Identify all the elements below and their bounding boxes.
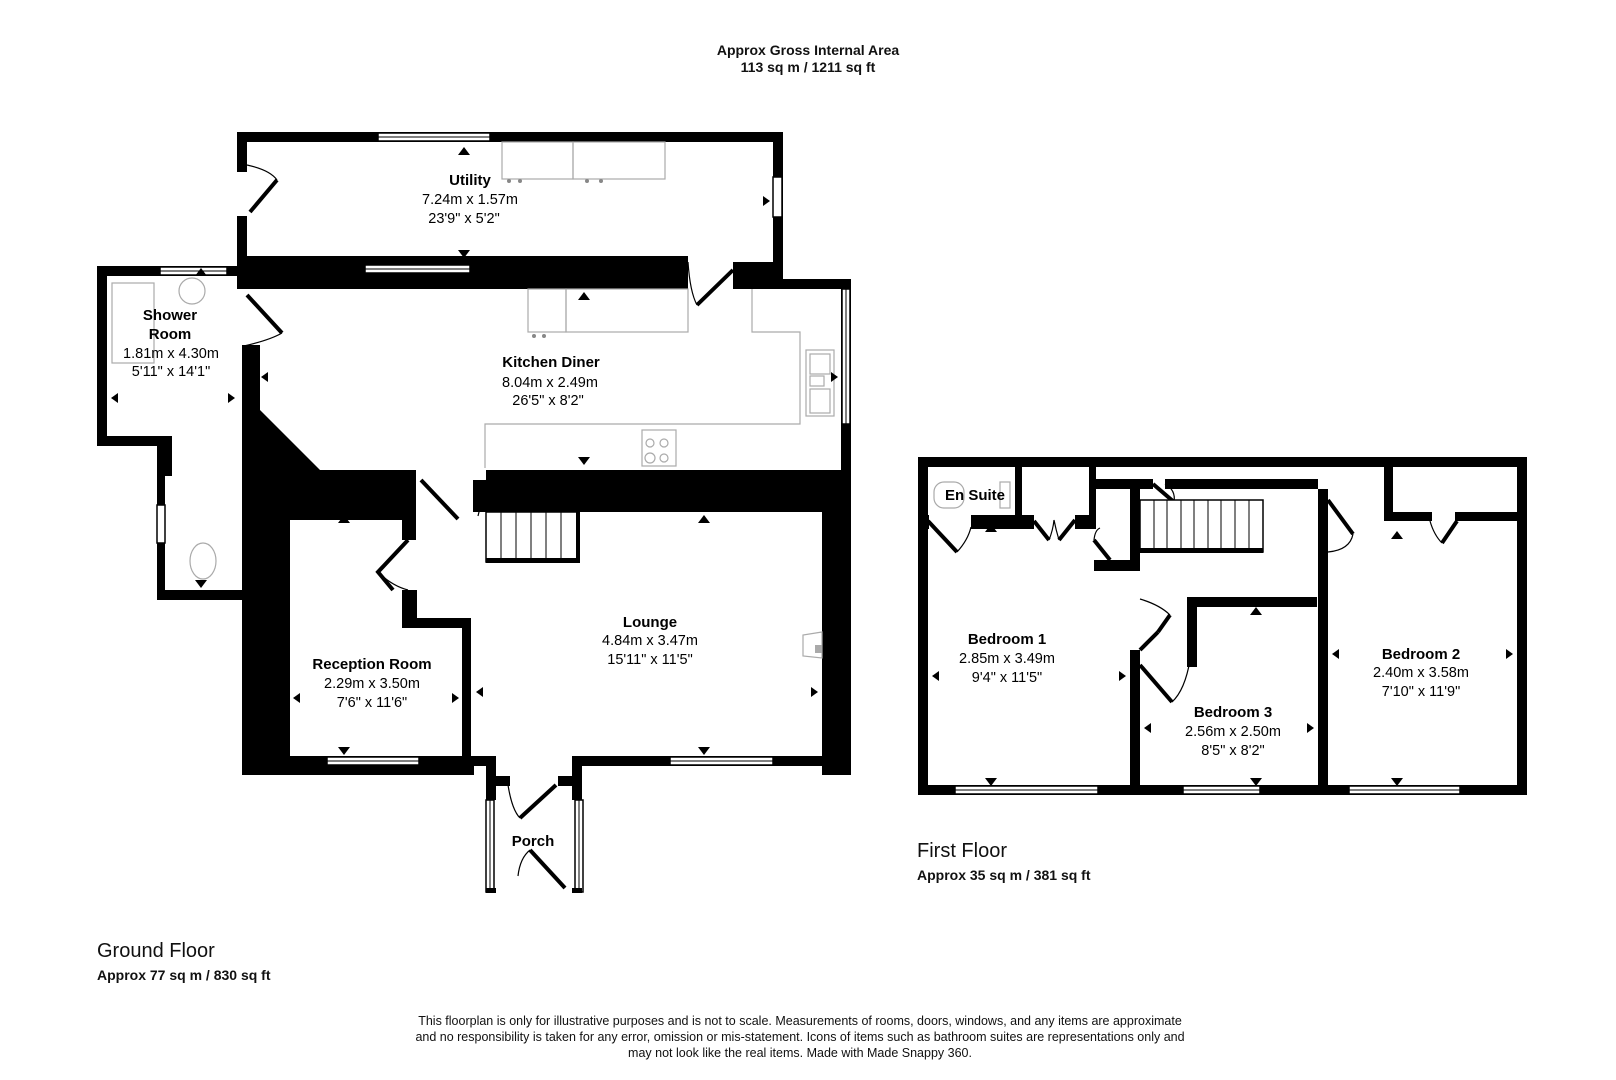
room-label-en-suite: En Suite — [945, 487, 1005, 504]
room-label-bedroom-1: Bedroom 1 2.85m x 3.49m 9'4" x 11'5" — [959, 631, 1055, 686]
room-label-shower-room: Shower Room 1.81m x 4.30m 5'11" x 14'1" — [123, 307, 219, 380]
svg-text:7.24m x 1.57m: 7.24m x 1.57m — [422, 192, 518, 208]
gross-area-title: Approx Gross Internal Area — [716, 42, 900, 58]
disclaimer-line-2: and no responsibility is taken for any e… — [415, 1030, 1185, 1044]
ground-floor-label: Ground Floor — [97, 940, 215, 962]
gross-area-value: 113 sq m / 1211 sq ft — [740, 59, 876, 75]
ground-floor-plan — [97, 132, 851, 893]
ground-floor-area: Approx 77 sq m / 830 sq ft — [97, 967, 271, 983]
svg-text:Kitchen Diner: Kitchen Diner — [502, 354, 600, 371]
svg-text:9'4" x 11'5": 9'4" x 11'5" — [972, 670, 1042, 686]
svg-text:Bedroom 1: Bedroom 1 — [968, 631, 1046, 648]
svg-text:5'11" x 14'1": 5'11" x 14'1" — [132, 364, 210, 380]
svg-text:Bedroom 2: Bedroom 2 — [1382, 646, 1460, 663]
disclaimer-line-3: may not look like the real items. Made w… — [628, 1046, 972, 1060]
room-label-utility: Utility 7.24m x 1.57m 23'9" x 5'2" — [422, 172, 518, 227]
ground-floor-stairs — [485, 511, 580, 563]
room-label-bedroom-2: Bedroom 2 2.40m x 3.58m 7'10" x 11'9" — [1373, 646, 1469, 700]
svg-text:Utility: Utility — [449, 172, 491, 189]
first-floor-stairs — [1139, 499, 1264, 553]
first-floor-label: First Floor — [917, 840, 1007, 862]
svg-text:2.40m x 3.58m: 2.40m x 3.58m — [1373, 665, 1469, 681]
svg-text:Bedroom 3: Bedroom 3 — [1194, 704, 1272, 721]
disclaimer: This floorplan is only for illustrative … — [360, 1013, 1240, 1061]
svg-text:8'5" x 8'2": 8'5" x 8'2" — [1201, 743, 1264, 759]
room-label-lounge: Lounge 4.84m x 3.47m 15'11" x 11'5" — [602, 614, 698, 668]
svg-text:Reception Room: Reception Room — [312, 656, 431, 673]
svg-text:Lounge: Lounge — [623, 614, 677, 631]
svg-text:7'10" x 11'9": 7'10" x 11'9" — [1382, 684, 1460, 700]
room-label-reception-room: Reception Room 2.29m x 3.50m 7'6" x 11'6… — [312, 656, 431, 711]
svg-text:4.84m x 3.47m: 4.84m x 3.47m — [602, 633, 698, 649]
first-floor-area: Approx 35 sq m / 381 sq ft — [917, 867, 1091, 883]
first-floor-caption: First Floor Approx 35 sq m / 381 sq ft — [917, 840, 1091, 883]
room-label-bedroom-3: Bedroom 3 2.56m x 2.50m 8'5" x 8'2" — [1185, 704, 1281, 759]
first-floor-plan — [918, 457, 1527, 795]
svg-text:Shower: Shower — [143, 307, 197, 324]
gross-area-header: Approx Gross Internal Area 113 sq m / 12… — [0, 42, 1616, 76]
svg-text:Room: Room — [149, 326, 192, 343]
room-label-porch: Porch — [512, 833, 555, 850]
svg-text:En Suite: En Suite — [945, 487, 1005, 504]
svg-text:1.81m x 4.30m: 1.81m x 4.30m — [123, 346, 219, 362]
svg-text:8.04m x 2.49m: 8.04m x 2.49m — [502, 375, 598, 391]
disclaimer-line-1: This floorplan is only for illustrative … — [418, 1014, 1182, 1028]
svg-text:7'6" x 11'6": 7'6" x 11'6" — [337, 695, 407, 711]
ground-floor-caption: Ground Floor Approx 77 sq m / 830 sq ft — [97, 940, 271, 983]
svg-text:23'9" x 5'2": 23'9" x 5'2" — [428, 211, 499, 227]
svg-text:2.29m x 3.50m: 2.29m x 3.50m — [324, 676, 420, 692]
svg-text:2.85m x 3.49m: 2.85m x 3.49m — [959, 651, 1055, 667]
room-label-kitchen-diner: Kitchen Diner 8.04m x 2.49m 26'5" x 8'2" — [502, 354, 600, 409]
svg-text:2.56m x 2.50m: 2.56m x 2.50m — [1185, 724, 1281, 740]
svg-text:Porch: Porch — [512, 833, 555, 850]
svg-text:26'5" x 8'2": 26'5" x 8'2" — [512, 393, 583, 409]
svg-text:15'11" x 11'5": 15'11" x 11'5" — [607, 652, 692, 668]
